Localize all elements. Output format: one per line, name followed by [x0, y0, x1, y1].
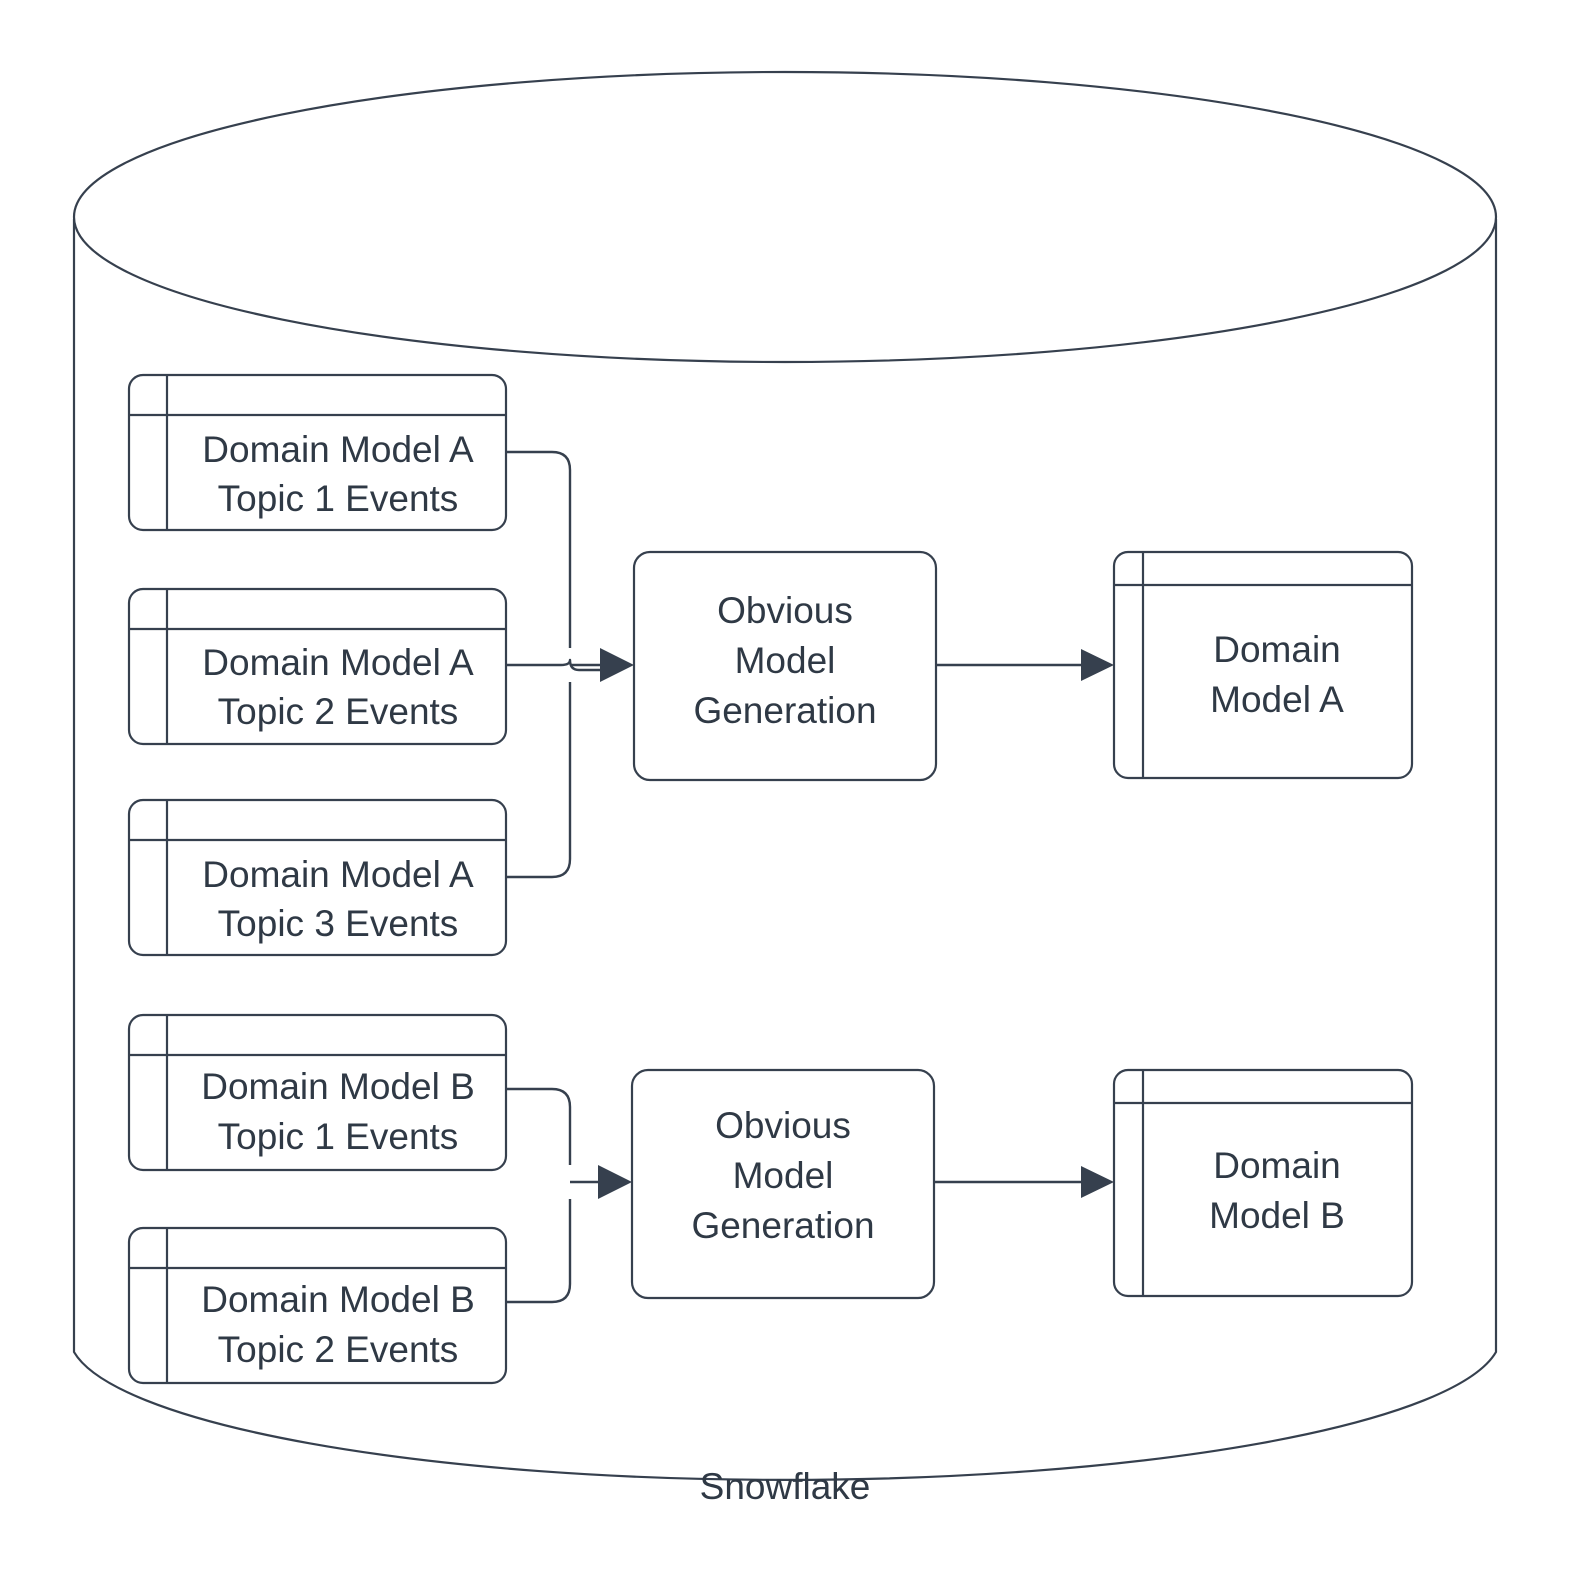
- source-table-a2-label-line1: Domain Model A: [202, 642, 474, 683]
- connector-b1-to-process: [506, 1087, 572, 1165]
- source-table-b1-label-line1: Domain Model B: [201, 1066, 475, 1107]
- source-table-b2-label-line2: Topic 2 Events: [218, 1329, 459, 1370]
- output-table-b-label-line1: Domain: [1213, 1145, 1341, 1186]
- source-table-b2-frame: [127, 1226, 508, 1385]
- connector-process-b-to-output-b: [935, 1166, 1114, 1198]
- arrowhead-into-output-a: [1081, 649, 1114, 681]
- output-table-b-label-line2: Model B: [1209, 1195, 1345, 1236]
- output-table-a-label-line2: Model A: [1210, 679, 1344, 720]
- output-table-b-frame: [1112, 1068, 1414, 1298]
- connector-group-a: [506, 450, 634, 879]
- cylinder-label-snowflake: Snowflake: [700, 1466, 871, 1507]
- connector-group-b: [506, 1087, 632, 1304]
- arrowhead-into-output-b: [1081, 1166, 1114, 1198]
- source-table-a1-label-line2: Topic 1 Events: [218, 478, 459, 519]
- source-table-a1[interactable]: Domain Model A Topic 1 Events: [127, 373, 508, 532]
- output-table-b[interactable]: Domain Model B: [1112, 1068, 1414, 1298]
- connector-a2-to-process: [506, 658, 602, 672]
- output-table-a[interactable]: Domain Model A: [1112, 550, 1414, 780]
- process-box-b[interactable]: Obvious Model Generation: [630, 1068, 936, 1300]
- source-table-b2[interactable]: Domain Model B Topic 2 Events: [127, 1226, 508, 1385]
- source-table-b2-label-line1: Domain Model B: [201, 1279, 475, 1320]
- connector-process-a-to-output-a: [937, 649, 1114, 681]
- arrowhead-into-process-a: [600, 648, 634, 682]
- process-box-a-label-line1: Obvious: [717, 590, 853, 631]
- arrowhead-into-process-b: [598, 1165, 632, 1199]
- source-table-b1-label-line2: Topic 1 Events: [218, 1116, 459, 1157]
- source-table-a3[interactable]: Domain Model A Topic 3 Events: [127, 798, 508, 957]
- output-table-a-label-line1: Domain: [1213, 629, 1341, 670]
- process-box-b-label-line2: Model: [733, 1155, 834, 1196]
- output-table-a-frame: [1112, 550, 1414, 780]
- process-box-b-label-line3: Generation: [691, 1205, 874, 1246]
- process-box-b-label-line1: Obvious: [715, 1105, 851, 1146]
- source-table-a3-label-line2: Topic 3 Events: [218, 903, 459, 944]
- connector-b2-to-process: [506, 1199, 572, 1304]
- cylinder-top-ellipse: [72, 70, 1498, 364]
- source-table-a3-label-line1: Domain Model A: [202, 854, 474, 895]
- source-table-a2[interactable]: Domain Model A Topic 2 Events: [127, 587, 508, 746]
- process-box-a-label-line2: Model: [735, 640, 836, 681]
- process-box-b-frame: [630, 1068, 936, 1300]
- connector-a3-to-process: [506, 682, 572, 879]
- source-table-a2-label-line2: Topic 2 Events: [218, 691, 459, 732]
- process-box-a[interactable]: Obvious Model Generation: [632, 550, 938, 782]
- source-table-a1-label-line1: Domain Model A: [202, 429, 474, 470]
- connector-a1-to-process: [506, 450, 572, 648]
- source-table-a2-frame: [127, 587, 508, 746]
- source-table-b1-frame: [127, 1013, 508, 1172]
- process-box-a-label-line3: Generation: [693, 690, 876, 731]
- process-box-a-frame: [632, 550, 938, 782]
- source-table-b1[interactable]: Domain Model B Topic 1 Events: [127, 1013, 508, 1172]
